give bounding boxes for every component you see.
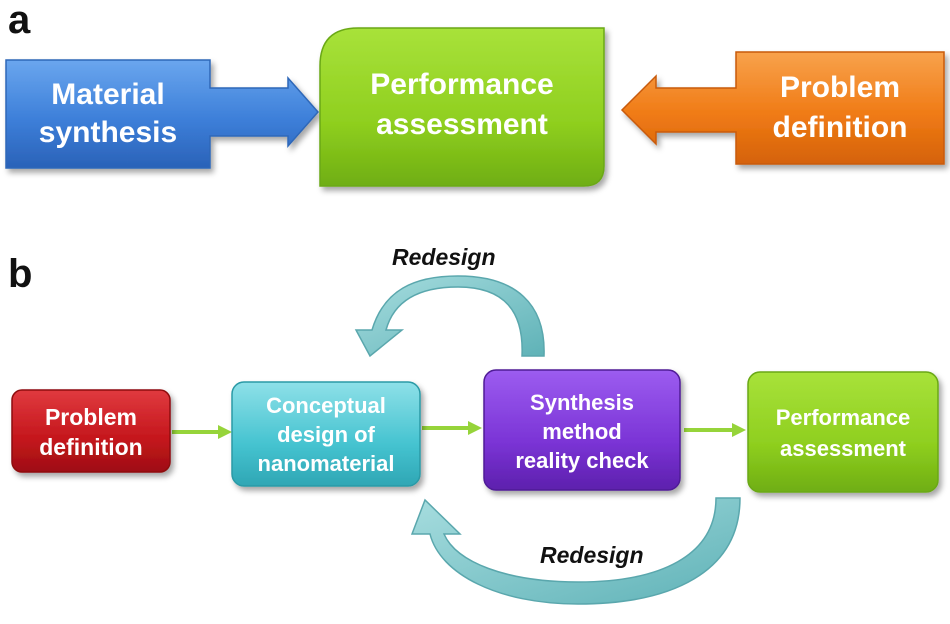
redesign-bottom-curve (410, 497, 741, 605)
panel-a-letter: a (8, 0, 31, 42)
connector-arrow-3 (684, 423, 746, 437)
redesign-bottom-label: Redesign (540, 542, 644, 568)
problem-definition-box (11, 389, 171, 473)
panel-b-letter: b (8, 252, 33, 296)
material-synthesis-label: Material synthesis (38, 78, 178, 149)
problem-definition-arrow (620, 51, 945, 165)
material-synthesis-arrow (5, 59, 320, 169)
problem-definition-label-a: Problem definition (772, 71, 908, 144)
problem-definition-label-b: Problem definition (39, 404, 143, 460)
performance-assessment-label-b: Performance assessment (775, 405, 911, 461)
performance-assessment-box-a (319, 27, 605, 187)
conceptual-design-label: Conceptual design of nanomaterial (257, 392, 395, 476)
conceptual-design-box (231, 381, 421, 487)
performance-assessment-label-a: Performance assessment (370, 68, 554, 141)
redesign-top-curve (354, 275, 545, 358)
synthesis-check-box (483, 369, 681, 491)
performance-assessment-box-b (747, 371, 939, 493)
redesign-top-label: Redesign (392, 244, 496, 270)
connector-arrow-2 (422, 421, 482, 435)
connector-arrow-1 (172, 425, 232, 439)
synthesis-check-label: Synthesis method reality check (515, 389, 649, 473)
